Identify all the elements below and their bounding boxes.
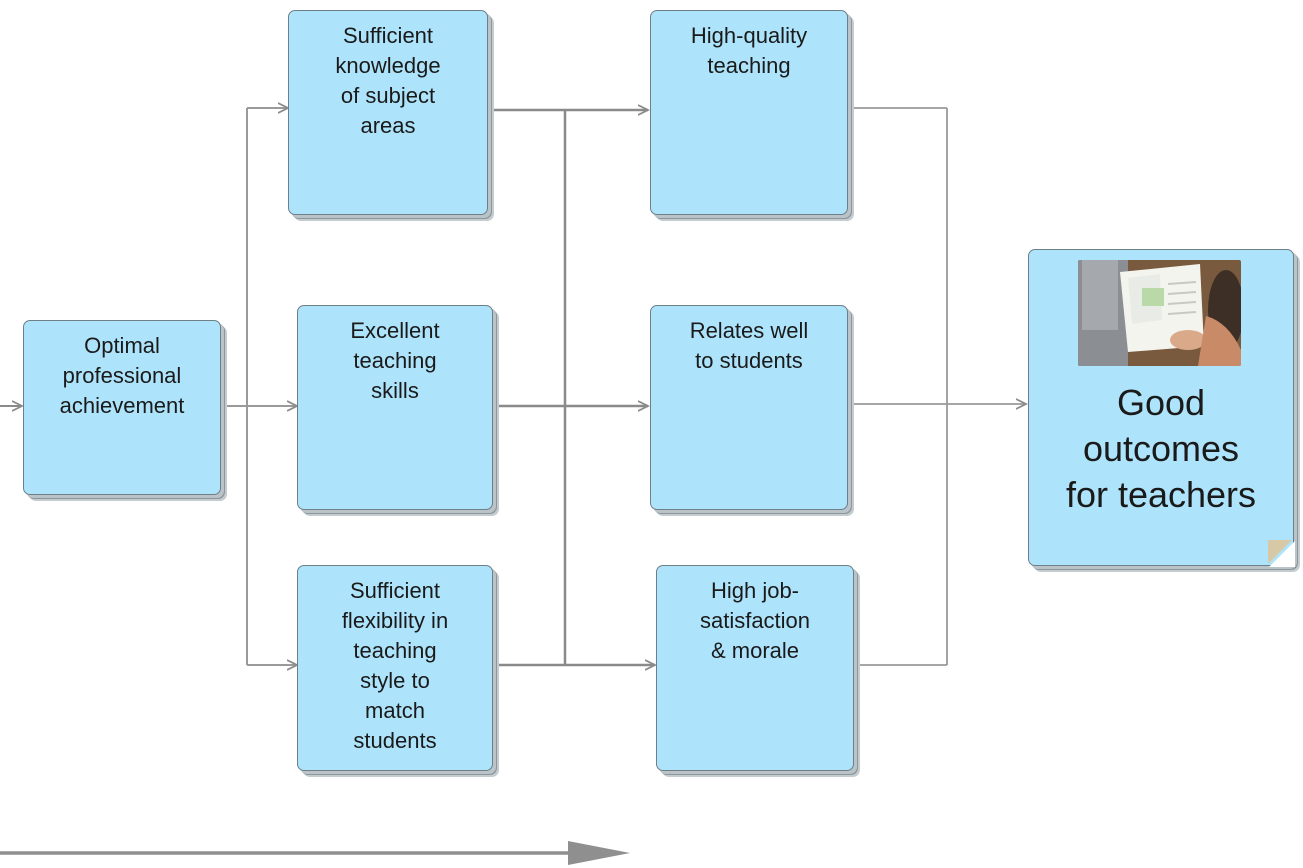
node-good-outcomes-label: Good outcomes for teachers (1065, 382, 1257, 515)
node-teaching-flexibility: Sufficient flexibility in teaching style… (297, 565, 493, 771)
node-teaching-skills-label: Excellent teaching skills (350, 318, 440, 403)
connector-middle-bus (490, 110, 655, 665)
node-high-quality-teaching-label: High-quality teaching (690, 23, 808, 78)
node-optimal-achievement: Optimal professional achievement (23, 320, 221, 495)
node-optimal-achievement-label: Optimal professional achievement (59, 333, 185, 418)
node-teaching-flexibility-label: Sufficient flexibility in teaching style… (341, 578, 449, 753)
node-relates-to-students: Relates well to students (650, 305, 848, 510)
page-corner-fold (1268, 540, 1292, 564)
node-good-outcomes: Good outcomes for teachers (1028, 249, 1295, 567)
node-job-satisfaction-label: High job- satisfaction & morale (699, 578, 811, 663)
node-teaching-skills: Excellent teaching skills (297, 305, 493, 510)
node-relates-to-students-label: Relates well to students (689, 318, 809, 373)
node-subject-knowledge: Sufficient knowledge of subject areas (288, 10, 488, 215)
timeline-arrow (0, 841, 630, 865)
connector-optimal-branches (222, 108, 297, 665)
connector-right-bus (851, 107, 1026, 666)
node-subject-knowledge-label: Sufficient knowledge of subject areas (335, 23, 441, 138)
teacher-reading-photo (1078, 260, 1241, 366)
node-job-satisfaction: High job- satisfaction & morale (656, 565, 854, 771)
node-high-quality-teaching: High-quality teaching (650, 10, 848, 215)
